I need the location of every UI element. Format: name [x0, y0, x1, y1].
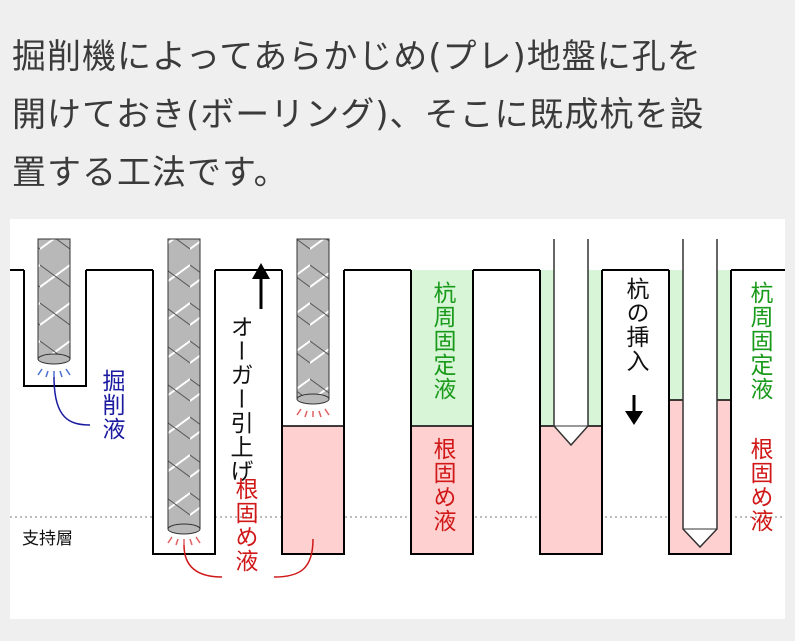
- pile-insert-arrow: [625, 395, 643, 425]
- stage-2-boring: [152, 238, 223, 578]
- root-fluid-label-1: 根固め液: [231, 477, 257, 573]
- stage-3-auger-lift: [273, 238, 345, 578]
- stage-1-boring: [23, 238, 91, 426]
- root-fluid-label-3: 根固め液: [746, 437, 772, 533]
- pile-fix-fluid-label-1: 杭周固定液: [429, 281, 455, 401]
- caption-line-2: 開けておき(ボーリング)、そこに既成杭を設: [12, 95, 705, 135]
- auger-lift-arrow: [252, 263, 270, 309]
- stage-4-fluids: [410, 270, 474, 555]
- root-fluid-label-2: 根固め液: [429, 437, 455, 533]
- pile-fix-fluid-label-2: 杭周固定液: [746, 281, 772, 401]
- construction-diagram: 掘削液 オーガー引上げ 根固め液 杭周固定液 根固め液 杭の挿入 杭周固定液 根…: [10, 219, 785, 619]
- drilling-fluid-label: 掘削液: [98, 369, 124, 441]
- caption: 掘削機によってあらかじめ(プレ)地盤に孔を 開けておき(ボーリング)、そこに既成…: [12, 28, 787, 202]
- stage-6-pile-set: [668, 239, 732, 555]
- support-layer-label: 支持層: [22, 529, 73, 549]
- diagram-svg: [10, 238, 785, 578]
- auger-lift-label: オーガー引上げ: [226, 315, 252, 483]
- caption-line-1: 掘削機によってあらかじめ(プレ)地盤に孔を: [12, 37, 702, 77]
- pile-insert-label: 杭の挿入: [622, 277, 648, 373]
- caption-line-3: 置する工法です。: [12, 153, 289, 193]
- stage-5-pile-insert: [539, 239, 603, 555]
